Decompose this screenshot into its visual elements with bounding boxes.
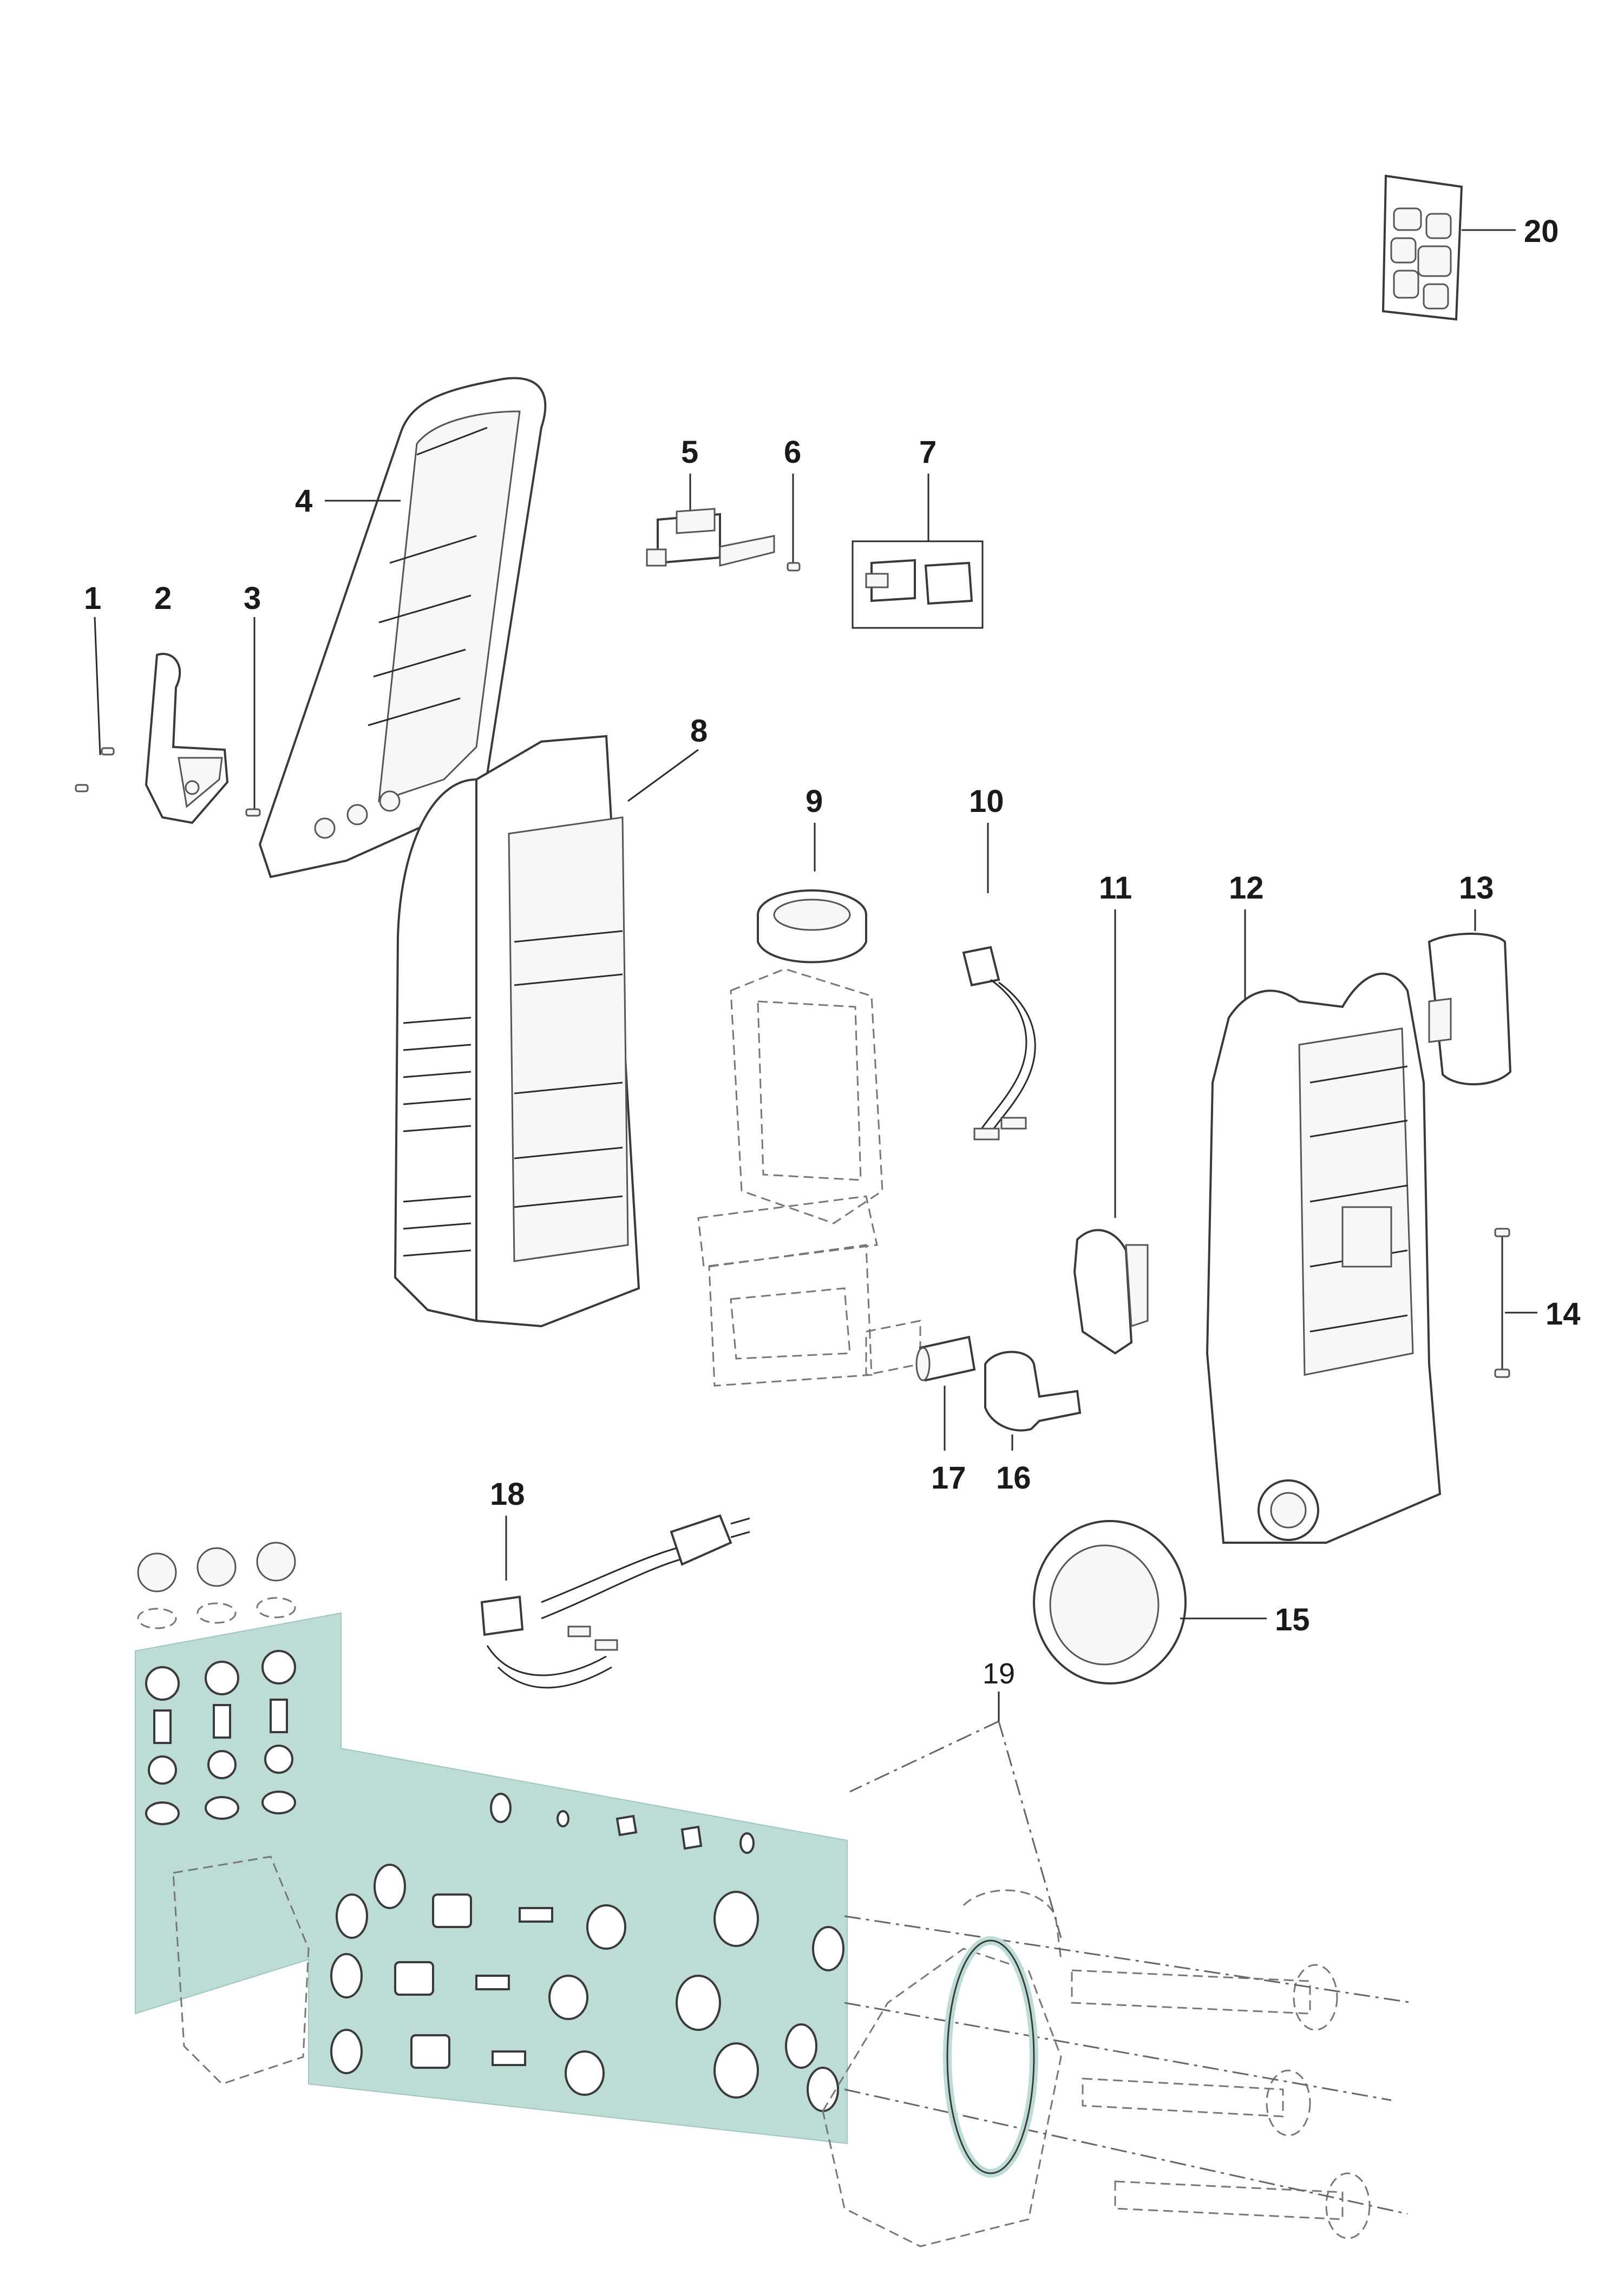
callout-17: 17 — [931, 1460, 966, 1496]
callout-1: 1 — [84, 581, 101, 616]
part-11-bracket — [1073, 909, 1149, 1355]
callout-10: 10 — [969, 784, 1004, 819]
callout-16: 16 — [996, 1460, 1031, 1496]
part-19-pump-seal-kit — [135, 1542, 1413, 2247]
seal-rows — [330, 1864, 844, 2112]
callout-20: 20 — [1524, 214, 1559, 249]
callout-2: 2 — [154, 581, 172, 616]
part-2-hose-hook — [145, 653, 229, 824]
part-10-wire-harness — [962, 823, 1036, 1141]
callout-9: 9 — [806, 784, 823, 819]
callout-14: 14 — [1546, 1296, 1581, 1332]
callout-18: 18 — [490, 1477, 525, 1512]
callout-11: 11 — [1099, 870, 1132, 906]
part-3-screw — [245, 617, 261, 817]
part-18-power-cable — [480, 1514, 750, 1689]
callout-13: 13 — [1459, 870, 1494, 906]
part-16-hose-connector — [984, 1351, 1082, 1451]
part-17-filter — [915, 1335, 976, 1451]
part-6-screw — [787, 474, 801, 572]
callout-3: 3 — [244, 581, 261, 616]
part-7-switch-cover-box — [852, 474, 984, 629]
part-20-label-sheet — [1381, 174, 1516, 321]
part-9-seal-ring — [757, 823, 867, 964]
callout-12: 12 — [1229, 870, 1264, 906]
part-8-housing-half — [394, 735, 699, 1328]
part-5-switch — [646, 474, 775, 567]
part-15-wheel — [1033, 1520, 1267, 1685]
callout-19: 19 — [983, 1657, 1015, 1690]
part-13-nozzle-holder — [1427, 909, 1512, 1086]
piston-rows — [844, 1915, 1413, 2239]
callout-6: 6 — [784, 435, 801, 470]
part-14-screws — [1494, 1228, 1537, 1378]
callout-15: 15 — [1275, 1602, 1310, 1637]
callout-5: 5 — [681, 435, 698, 470]
motor-assembly-outline — [697, 968, 921, 1387]
valve-stack-group — [137, 1542, 296, 1825]
callout-7: 7 — [919, 435, 937, 470]
part-4-handle — [258, 377, 547, 879]
callout-8: 8 — [690, 713, 708, 749]
callout-4: 4 — [295, 483, 312, 519]
part-12-front-housing — [1206, 909, 1442, 1544]
part-1-screw — [75, 617, 115, 792]
